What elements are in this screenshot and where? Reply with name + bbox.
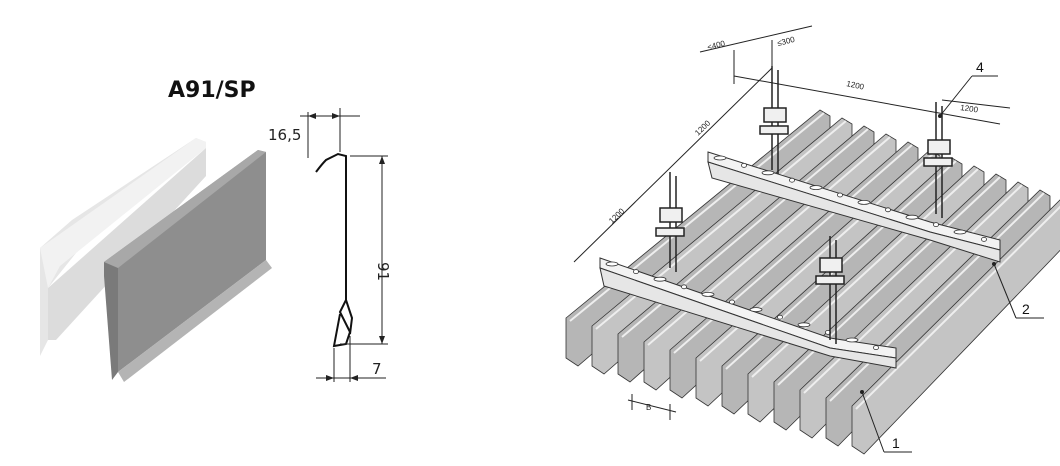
dimension-lines	[573, 25, 1011, 420]
dim-pitch: B	[646, 403, 651, 412]
slat-highlight	[829, 192, 1045, 402]
carrier-hole	[713, 155, 727, 161]
dim-right-span: 1200	[960, 103, 979, 114]
profile-section: 16,5 91 7	[268, 108, 392, 382]
dim-base: 7	[372, 360, 382, 378]
carrier-hole	[837, 192, 843, 198]
callouts: 1 2 4	[860, 59, 1044, 453]
slat	[851, 199, 1060, 455]
profile-title: A91/SP	[168, 78, 256, 103]
carrier-hole	[789, 177, 795, 183]
carrier-hole	[761, 170, 775, 176]
carrier-hole	[749, 307, 763, 313]
carrier-hole	[797, 322, 811, 328]
carrier-hole	[681, 284, 687, 290]
dim-hanger-max: ≤300	[776, 35, 796, 48]
dim-top-span: 1200	[846, 79, 866, 92]
carrier-hole	[701, 291, 715, 297]
dim-flange: 16,5	[268, 126, 301, 144]
carrier-hole	[885, 207, 891, 213]
carrier-hole	[605, 261, 619, 267]
dim-edge-max: <400	[706, 39, 726, 52]
dim-left-span-upper: 1200	[693, 118, 712, 137]
hangers	[655, 66, 953, 344]
carrier-hole	[905, 214, 919, 220]
carrier-hole	[777, 314, 783, 320]
profile-panel: A91/SP 16,5	[40, 78, 392, 382]
carrier-hole	[933, 222, 939, 228]
carrier-hole	[981, 236, 987, 242]
carrier-hole	[809, 185, 823, 191]
ceiling-assembly: <400 ≤300 1200 1200 1200 1200 B 1 2 4	[565, 25, 1060, 455]
carrier-hole	[633, 269, 639, 275]
carrier-hole	[729, 299, 735, 305]
dim-left-span-lower: 1200	[607, 206, 626, 225]
panel-render-light	[40, 138, 206, 356]
panel-render-dark	[104, 150, 272, 382]
callout-4: 4	[976, 59, 984, 75]
carrier-back	[707, 151, 1001, 263]
callout-2: 2	[1022, 301, 1030, 317]
carrier-hole	[653, 276, 667, 282]
carrier-hole	[741, 162, 747, 168]
carrier-hole	[873, 345, 879, 351]
carrier-hole	[845, 337, 859, 343]
carrier-hole	[953, 229, 967, 235]
carrier-hole	[857, 199, 871, 205]
callout-1: 1	[892, 435, 900, 451]
slat-highlight	[855, 205, 1060, 410]
dim-height: 91	[374, 262, 392, 281]
